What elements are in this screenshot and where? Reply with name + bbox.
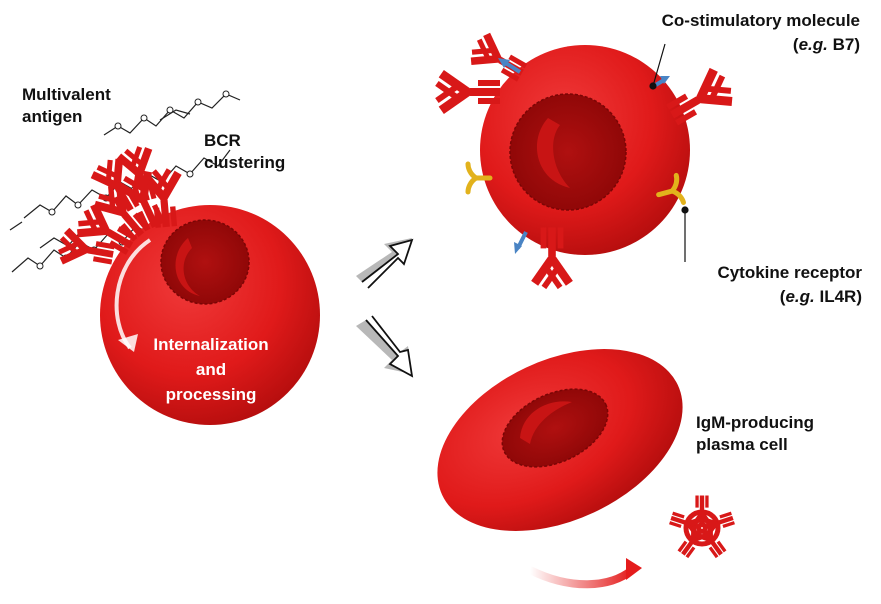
igm-pentamer-icon — [667, 495, 737, 562]
antigen-label-line2: antigen — [22, 107, 83, 126]
internalization-arrow-icon — [114, 238, 152, 350]
internalization-label: Internalization and processing — [148, 334, 274, 406]
b-cell-left — [100, 205, 320, 425]
internalization-line1: Internalization — [153, 335, 269, 354]
costim-eg: e.g. — [798, 35, 828, 54]
activated-b-cell — [480, 45, 690, 255]
secretion-arrow-icon — [528, 558, 642, 589]
bcr-label-line1: BCR — [204, 131, 241, 150]
cytokine-name: IL4R — [819, 287, 857, 306]
plasma-line2: plasma cell — [696, 435, 788, 454]
cytokine-line2: (e.g. IL4R) — [779, 287, 862, 306]
plasma-line1: IgM-producing — [696, 413, 815, 432]
bcr-label-line2: clustering — [204, 153, 286, 172]
antigen-label: Multivalent antigen — [22, 84, 111, 128]
cytokine-eg: e.g. — [785, 287, 815, 306]
costim-line1: Co-stimulatory molecule — [661, 11, 860, 30]
plasma-cell-label: IgM-producing plasma cell — [696, 412, 814, 456]
costim-label: Co-stimulatory molecule (e.g. B7) — [640, 10, 860, 56]
callout-lines — [649, 43, 689, 262]
plasma-cell — [437, 349, 683, 531]
costim-line2: (e.g. B7) — [792, 35, 860, 54]
costim-name: B7 — [832, 35, 855, 54]
cytokine-label: Cytokine receptor (e.g. IL4R) — [672, 262, 862, 308]
bcr-clustering-label: BCR clustering — [204, 130, 285, 174]
internalization-line2: and — [195, 360, 227, 379]
internalization-line3: processing — [165, 385, 257, 404]
cytokine-line1: Cytokine receptor — [717, 263, 862, 282]
antigen-label-line1: Multivalent — [22, 85, 111, 104]
process-arrow-icon — [356, 238, 414, 378]
